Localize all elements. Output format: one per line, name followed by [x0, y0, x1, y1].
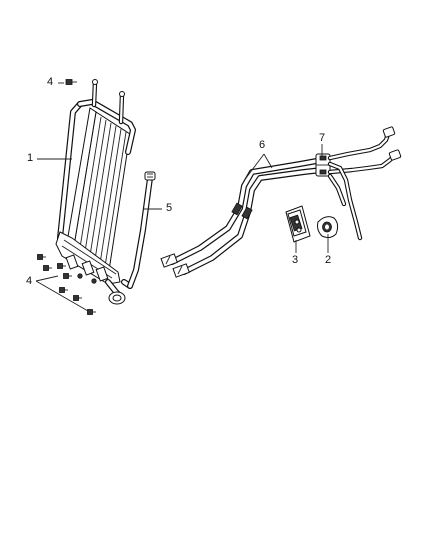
callout-6: 6 — [259, 139, 266, 151]
fastener-g — [87, 309, 96, 315]
fastener-d — [63, 273, 72, 279]
line-fitting-c — [382, 126, 396, 138]
tube-5 — [127, 171, 156, 289]
fastener-a — [37, 254, 46, 260]
callout-5: 5 — [166, 202, 173, 214]
callout-3: 3 — [292, 254, 299, 266]
fastener-b — [43, 265, 52, 271]
bracket-3 — [285, 205, 311, 243]
line-fitting-a — [160, 253, 178, 268]
callout-7: 7 — [319, 132, 326, 144]
callout-4-bottom: 4 — [26, 275, 33, 287]
callout-4-top: 4 — [47, 76, 54, 88]
clamp-2 — [317, 216, 339, 239]
fastener-f — [73, 295, 82, 301]
leader-lines — [35, 82, 329, 312]
tube-5-fitting — [144, 171, 156, 181]
line-fitting-b — [172, 263, 190, 278]
fastener-c — [57, 263, 66, 269]
fastener-e — [59, 287, 68, 293]
cooler-lines — [160, 126, 402, 278]
fasteners-4 — [37, 79, 96, 315]
line-fitting-d — [388, 149, 402, 161]
oil-cooler — [55, 79, 136, 305]
callout-2: 2 — [325, 254, 332, 266]
fastener-top — [65, 79, 77, 85]
callout-1: 1 — [27, 152, 34, 164]
